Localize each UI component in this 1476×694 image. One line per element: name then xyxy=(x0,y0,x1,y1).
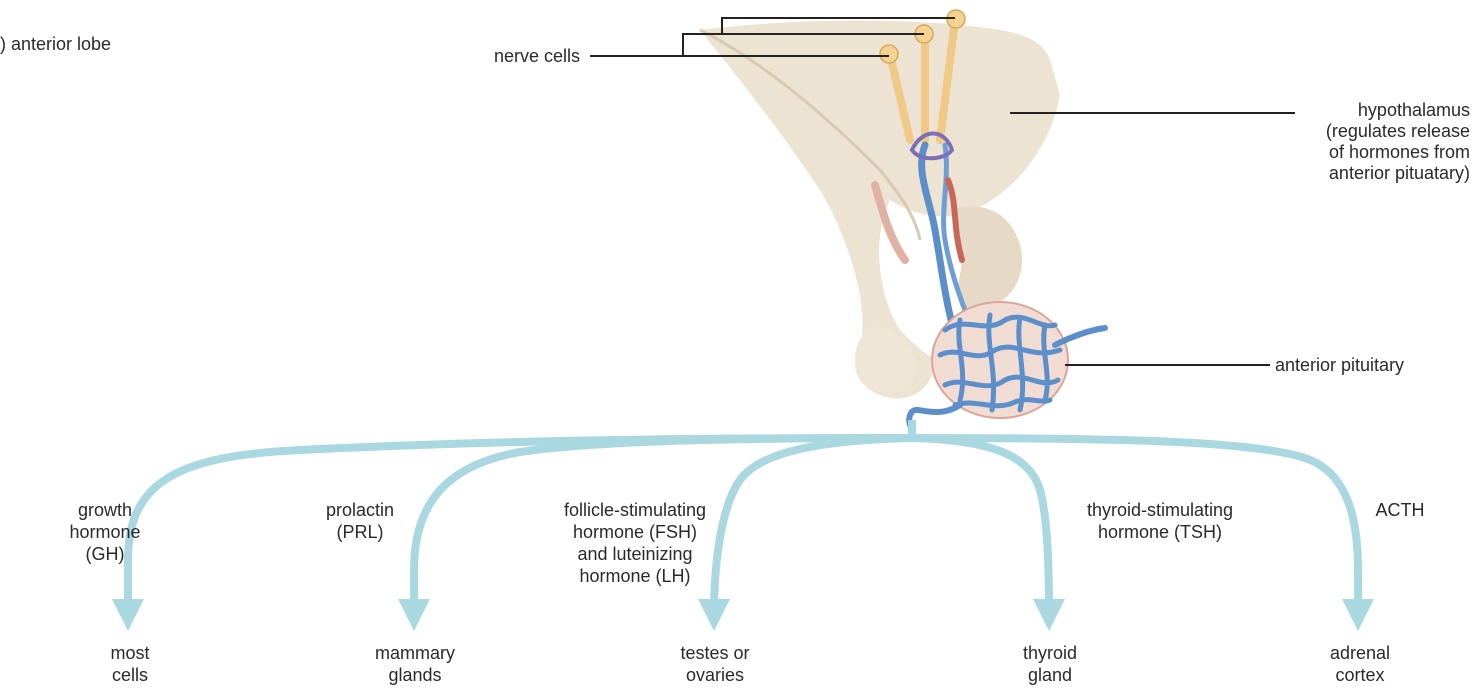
target-mammary-glands: mammary glands xyxy=(340,642,490,686)
nerve-cells-label: nerve cells xyxy=(420,45,580,67)
anterior-pituitary-label: anterior pituitary xyxy=(1275,354,1404,376)
arrow-to-thyroid-gland xyxy=(912,438,1049,615)
hormone-name-gh: growth hormone (GH) xyxy=(20,499,190,565)
anterior-pituitary-illustration xyxy=(909,302,1105,425)
hypothalamus-label: hypothalamus (regulates release of hormo… xyxy=(1200,100,1470,184)
panel-label: ) anterior lobe xyxy=(0,33,111,55)
nerve-cell-body-1 xyxy=(880,45,898,63)
target-thyroid-gland: thyroid gland xyxy=(980,642,1120,686)
target-most-cells: most cells xyxy=(60,642,200,686)
hormone-release-vessel xyxy=(909,405,960,425)
hormone-name-fsh-lh: follicle-stimulating hormone (FSH) and l… xyxy=(510,499,760,587)
hormone-name-tsh: thyroid-stimulating hormone (TSH) xyxy=(1040,499,1280,543)
target-testes-or-ovaries: testes or ovaries xyxy=(640,642,790,686)
posterior-lobe xyxy=(855,325,915,392)
target-adrenal-cortex: adrenal cortex xyxy=(1290,642,1430,686)
hormone-name-acth: ACTH xyxy=(1340,499,1460,521)
hormone-name-prl: prolactin (PRL) xyxy=(290,499,430,543)
